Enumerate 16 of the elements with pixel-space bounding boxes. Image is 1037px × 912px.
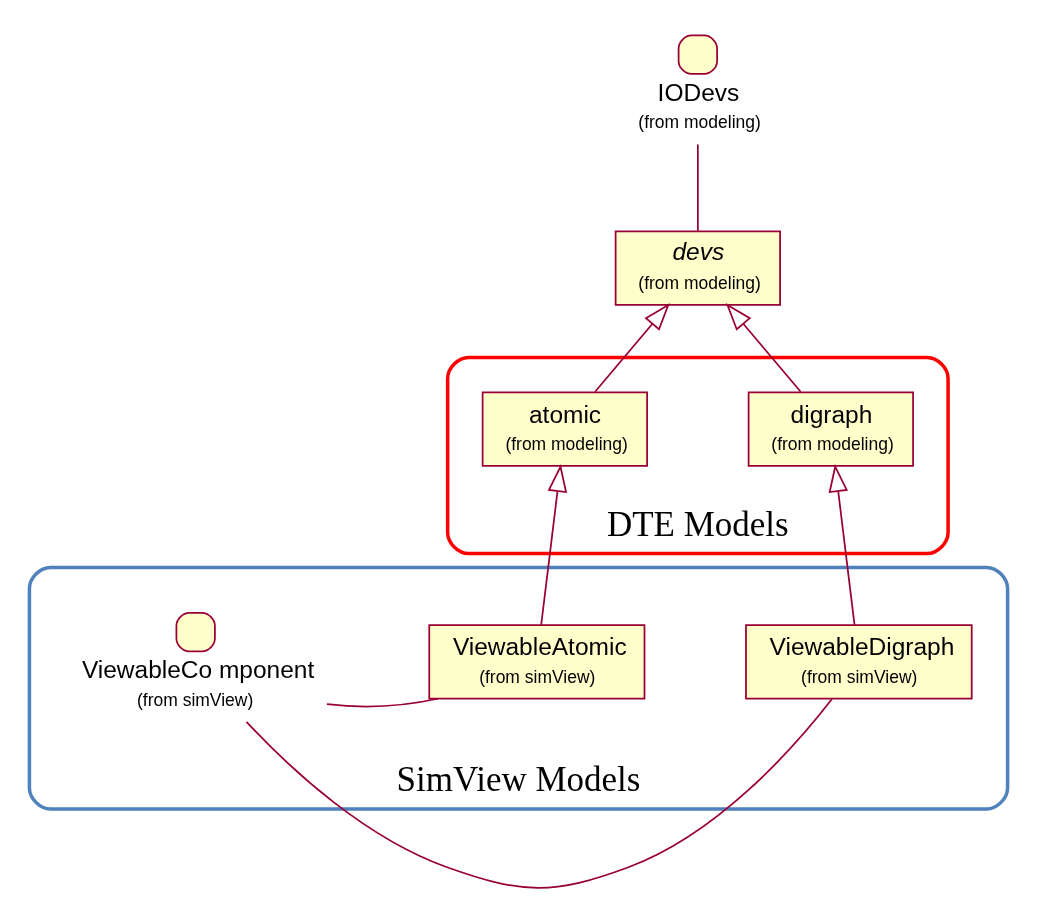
arrow <box>828 463 856 626</box>
node-label: IODevs <box>657 78 740 106</box>
arrow <box>594 302 670 393</box>
node-box: atomic (from modeling) <box>481 391 648 467</box>
arrow <box>540 463 568 626</box>
node-box: ViewableDigraph (from simView) <box>745 623 973 700</box>
connector <box>326 697 439 707</box>
arrow <box>725 302 802 393</box>
node-label: (from modeling) <box>638 111 761 132</box>
node-label: (from simView) <box>137 689 254 710</box>
node-box: ViewableAtomic (from simView) <box>428 623 646 700</box>
node-box: devs (from modeling) <box>614 230 781 306</box>
node-label: ViewableCo mponent <box>81 655 315 683</box>
node-box: digraph (from modeling) <box>747 391 914 467</box>
connector <box>245 697 833 889</box>
connector <box>697 143 699 232</box>
